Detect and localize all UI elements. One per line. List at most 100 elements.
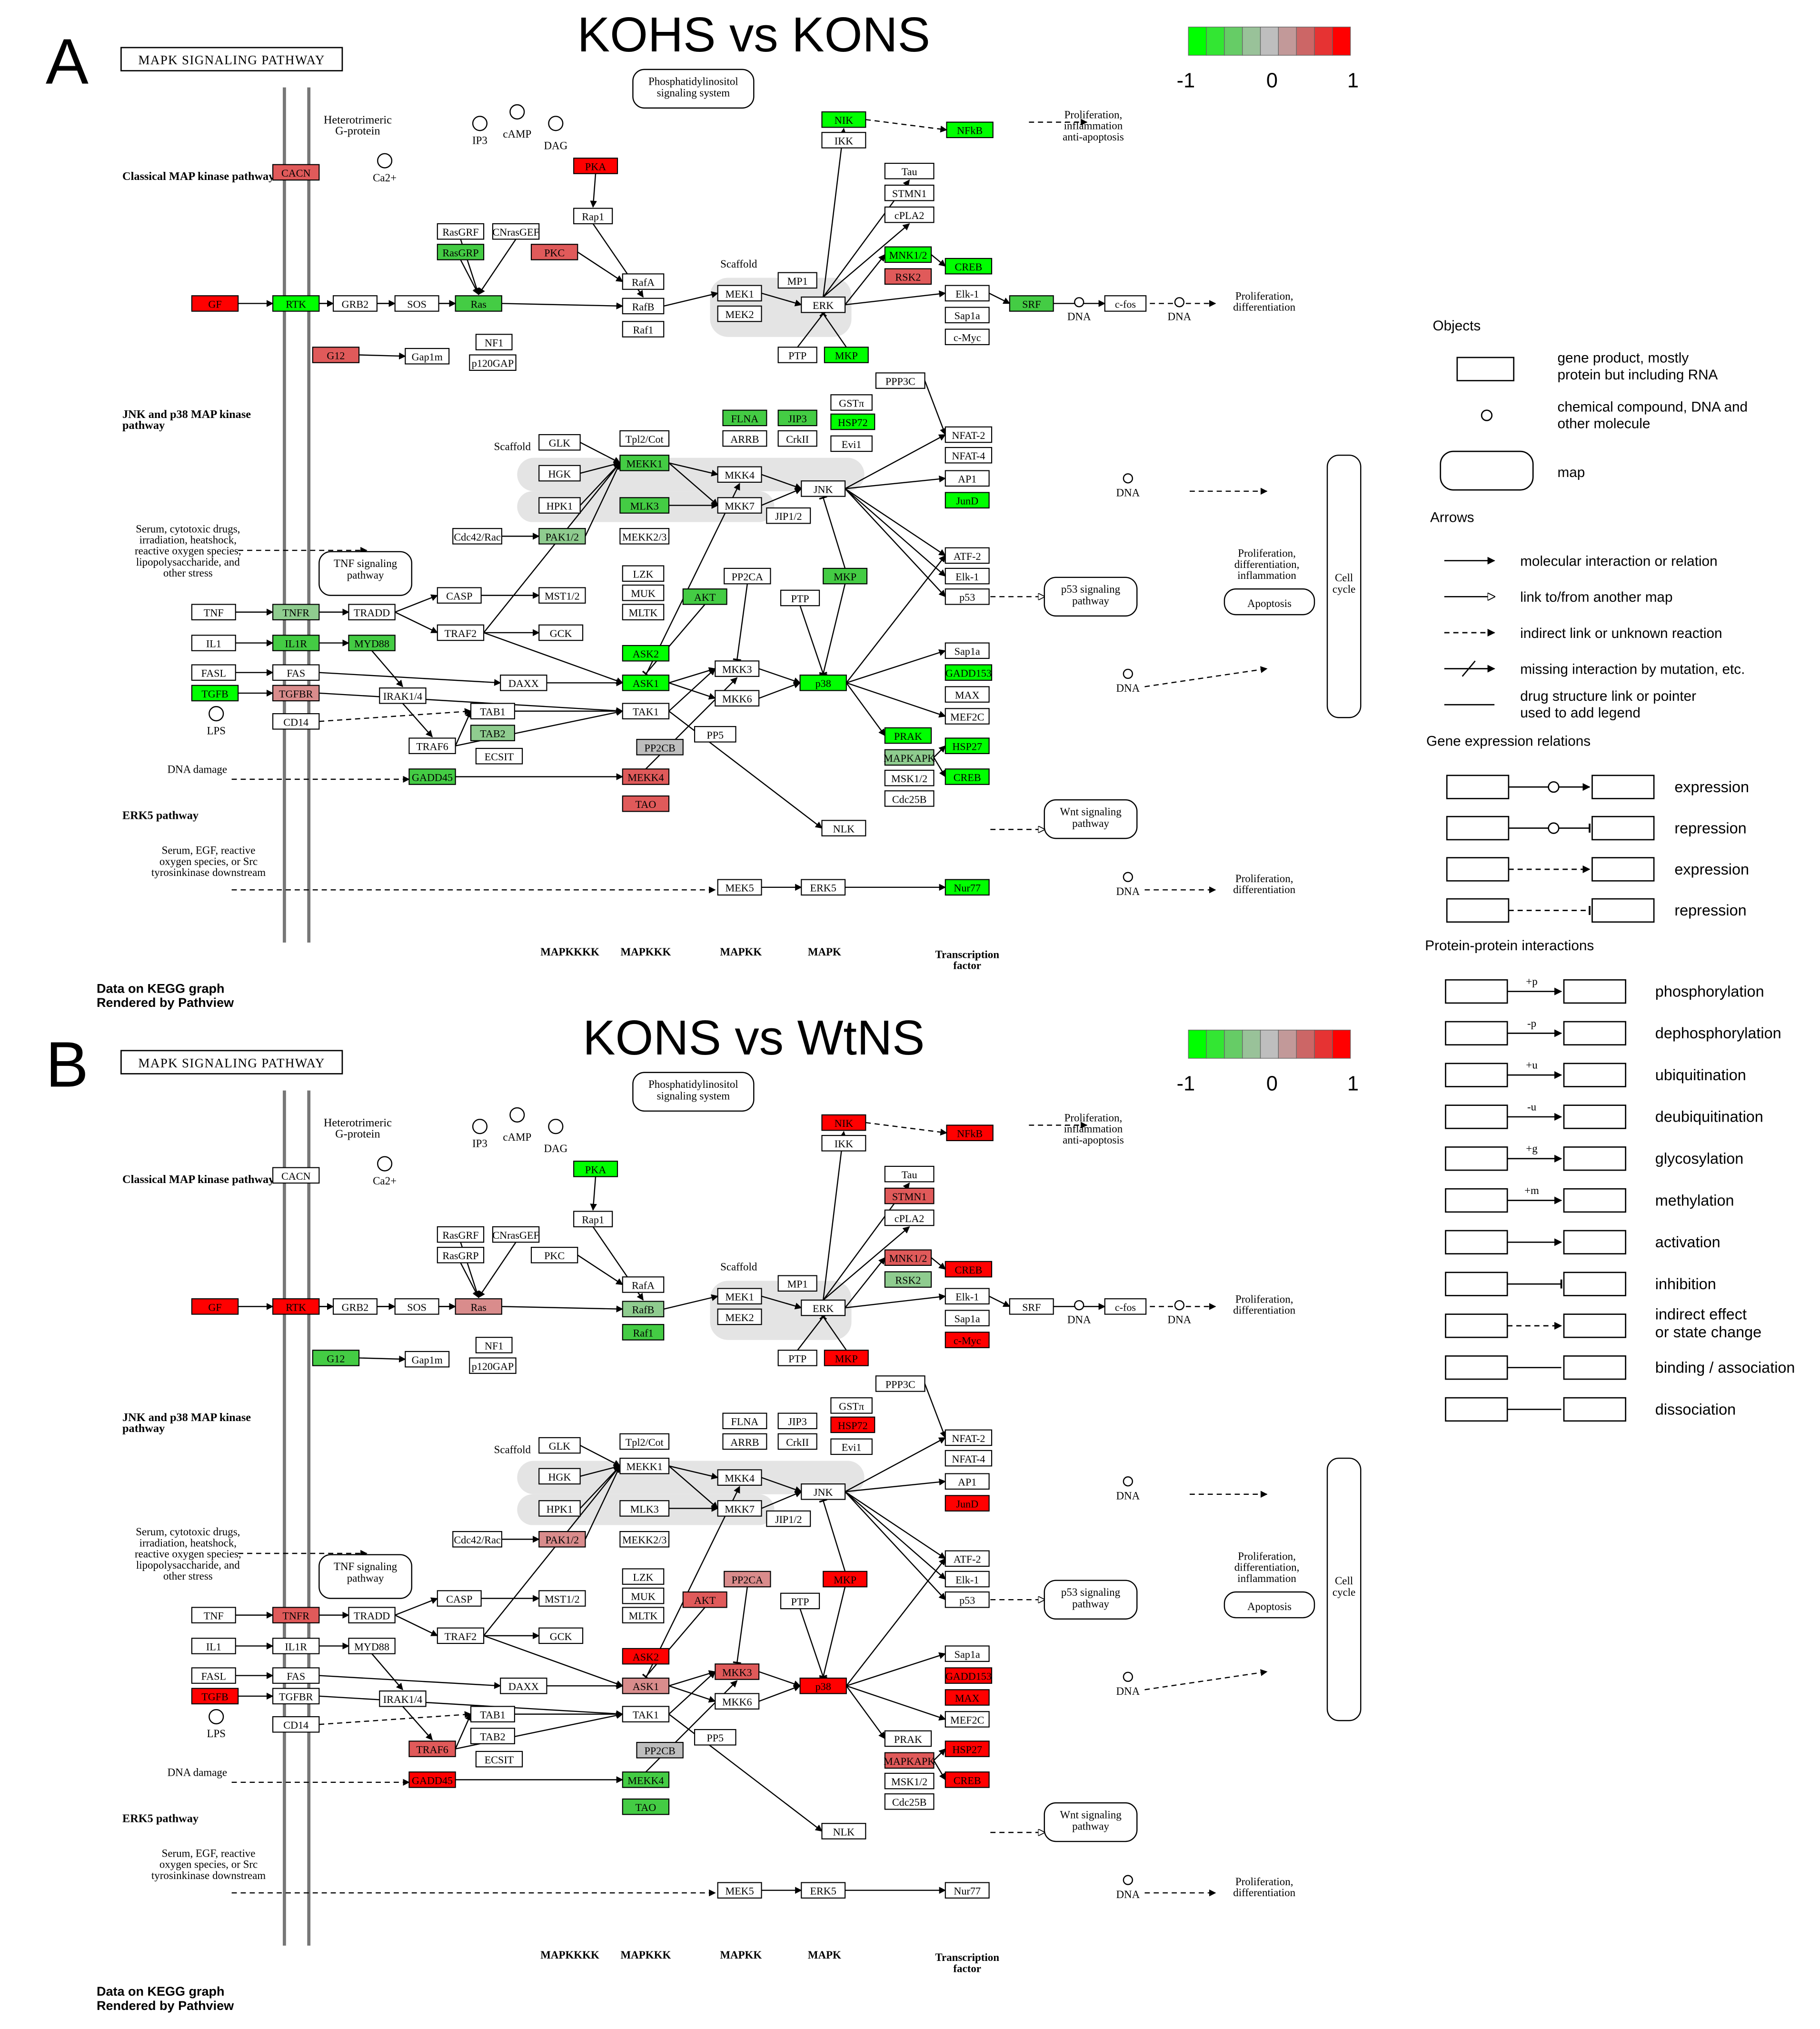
- gene-node[interactable]: FASL: [191, 1667, 236, 1684]
- gene-node[interactable]: RafA: [622, 273, 665, 290]
- gene-node-box[interactable]: [622, 1607, 665, 1623]
- gene-node-box[interactable]: [884, 268, 932, 285]
- gene-node[interactable]: MEKK2/3: [619, 1531, 670, 1548]
- gene-node[interactable]: GSTπ: [830, 1397, 873, 1414]
- gene-node-box[interactable]: [475, 1337, 513, 1353]
- gene-node-box[interactable]: [722, 409, 767, 427]
- gene-node-box[interactable]: [475, 334, 513, 350]
- gene-node-box[interactable]: [538, 528, 586, 545]
- gene-node-box[interactable]: [722, 430, 767, 447]
- gene-node-box[interactable]: [619, 430, 670, 447]
- gene-node-box[interactable]: [619, 1500, 670, 1517]
- gene-node-box[interactable]: [722, 1412, 767, 1430]
- gene-node[interactable]: CD14: [272, 1716, 320, 1733]
- gene-node-box[interactable]: [945, 447, 993, 464]
- gene-node-box[interactable]: [622, 584, 665, 601]
- gene-node[interactable]: NF1: [475, 1337, 513, 1353]
- gene-node[interactable]: GADD45: [408, 1771, 456, 1788]
- gene-node-box[interactable]: [884, 184, 935, 201]
- gene-node-box[interactable]: [1009, 1298, 1054, 1315]
- gene-node-box[interactable]: [884, 749, 935, 766]
- gene-node[interactable]: HPK1: [538, 497, 581, 514]
- gene-node-box[interactable]: [875, 372, 925, 389]
- gene-node[interactable]: NIK: [821, 1114, 866, 1131]
- gene-node-box[interactable]: [622, 298, 665, 315]
- gene-node[interactable]: PAK1/2: [538, 1531, 586, 1548]
- gene-node-box[interactable]: [455, 1298, 502, 1315]
- gene-node[interactable]: MEKK4: [622, 768, 670, 785]
- gene-node-box[interactable]: [619, 1531, 670, 1548]
- gene-node-box[interactable]: [1104, 1298, 1147, 1315]
- gene-node[interactable]: IL1: [191, 1638, 236, 1654]
- gene-node[interactable]: IL1R: [272, 1638, 320, 1654]
- gene-node[interactable]: AP1: [945, 1473, 990, 1490]
- gene-node[interactable]: TRAF6: [408, 737, 456, 754]
- gene-node-box[interactable]: [538, 1627, 584, 1644]
- gene-node[interactable]: TRAF2: [437, 1627, 485, 1644]
- gene-node[interactable]: Sap1a: [945, 642, 990, 659]
- gene-node[interactable]: NFAT-4: [945, 447, 993, 464]
- gene-node[interactable]: PRAK: [884, 727, 932, 744]
- gene-node[interactable]: CACN: [272, 1167, 320, 1184]
- gene-node[interactable]: CASP: [437, 587, 482, 604]
- gene-node[interactable]: ERK5: [801, 1882, 846, 1899]
- gene-node-box[interactable]: [272, 635, 320, 651]
- gene-node[interactable]: TAO: [622, 795, 670, 812]
- gene-node[interactable]: IRAK1/4: [379, 1690, 427, 1707]
- gene-node-box[interactable]: [884, 162, 935, 179]
- gene-node-box[interactable]: [622, 795, 670, 812]
- gene-node-box[interactable]: [470, 1728, 515, 1744]
- gene-node-box[interactable]: [884, 246, 932, 263]
- gene-node[interactable]: MLK3: [619, 1500, 670, 1517]
- gene-node-box[interactable]: [717, 285, 762, 302]
- gene-node-box[interactable]: [724, 1571, 771, 1588]
- gene-node[interactable]: p53: [945, 588, 990, 605]
- gene-node-box[interactable]: [470, 725, 515, 741]
- gene-node[interactable]: MP1: [777, 272, 817, 289]
- gene-node[interactable]: FAS: [272, 1667, 320, 1684]
- gene-node[interactable]: MLTK: [622, 604, 665, 621]
- gene-node[interactable]: p38: [799, 1677, 847, 1694]
- gene-node-box[interactable]: [884, 1209, 935, 1226]
- gene-node-box[interactable]: [452, 1531, 502, 1548]
- gene-node[interactable]: RSK2: [884, 1271, 932, 1288]
- gene-node-box[interactable]: [272, 1638, 320, 1654]
- gene-node-box[interactable]: [492, 223, 540, 240]
- gene-node-box[interactable]: [622, 1276, 665, 1293]
- gene-node[interactable]: DAXX: [500, 675, 547, 691]
- gene-node[interactable]: Sap1a: [945, 1645, 990, 1662]
- gene-node-box[interactable]: [694, 726, 736, 743]
- gene-node-box[interactable]: [573, 1161, 618, 1177]
- gene-node[interactable]: PPP3C: [875, 372, 925, 389]
- gene-node-box[interactable]: [405, 348, 450, 365]
- gene-node-box[interactable]: [394, 295, 439, 312]
- gene-node[interactable]: MEK2: [717, 305, 762, 322]
- gene-node-box[interactable]: [945, 1288, 990, 1305]
- gene-node[interactable]: JunD: [945, 492, 990, 509]
- gene-node-box[interactable]: [801, 1483, 846, 1500]
- gene-node[interactable]: RafA: [622, 1276, 665, 1293]
- gene-node[interactable]: SOS: [394, 295, 439, 312]
- gene-node[interactable]: RasGRF: [437, 223, 485, 240]
- gene-node[interactable]: JIP3: [777, 1412, 817, 1430]
- gene-node-box[interactable]: [945, 664, 993, 681]
- gene-node[interactable]: Cdc42/Rac: [452, 528, 502, 545]
- gene-node-box[interactable]: [622, 675, 670, 691]
- gene-node[interactable]: PP2CB: [636, 739, 684, 756]
- gene-node-box[interactable]: [682, 588, 727, 605]
- gene-node[interactable]: CrkII: [777, 430, 817, 447]
- gene-node-box[interactable]: [619, 455, 670, 471]
- gene-node-box[interactable]: [884, 1730, 932, 1747]
- gene-node-box[interactable]: [538, 465, 581, 482]
- gene-node[interactable]: ECSIT: [475, 1751, 523, 1768]
- gene-node-box[interactable]: [884, 1271, 932, 1288]
- map-node[interactable]: [318, 1554, 413, 1599]
- gene-node-box[interactable]: [945, 768, 990, 785]
- gene-node[interactable]: PP2CA: [724, 567, 771, 585]
- gene-node[interactable]: Tpl2/Cot: [619, 430, 670, 447]
- gene-node[interactable]: CNrasGEF: [492, 1226, 540, 1243]
- gene-node[interactable]: RafB: [622, 1301, 665, 1318]
- gene-node-box[interactable]: [312, 1350, 360, 1366]
- gene-node[interactable]: ERK: [801, 296, 846, 313]
- gene-node[interactable]: TGFB: [191, 685, 239, 702]
